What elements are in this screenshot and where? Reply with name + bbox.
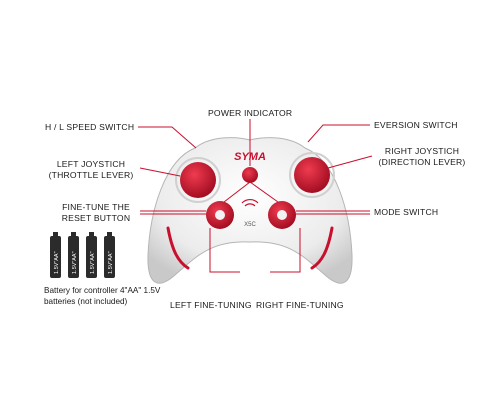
brand-logo: SYMA — [234, 151, 266, 163]
right-joystick-label-line-2: (DIRECTION LEVER) — [378, 157, 466, 167]
left-joystick-label-line-2: (THROTTLE LEVER) — [48, 170, 134, 180]
right-fine-tuning-label: RIGHT FINE-TUNING — [256, 300, 344, 310]
right-fine-tune-pad — [268, 201, 296, 229]
battery-3 — [86, 232, 97, 278]
left-joystick-label: LEFT JOYSTICH (THROTTLE LEVER) — [42, 159, 140, 181]
battery-1-label: 1.5V"AA" — [54, 251, 60, 274]
battery-2 — [68, 232, 79, 278]
hl-speed-switch-label: H / L SPEED SWITCH — [45, 122, 135, 132]
power-indicator-label: POWER INDICATOR — [208, 108, 293, 118]
left-fine-tune-pad — [206, 201, 234, 229]
right-joystick-label: RIGHT JOYSTICH (DIRECTION LEVER) — [372, 146, 472, 168]
left-joystick-base — [175, 157, 221, 203]
battery-4-label: 1.5V"AA" — [108, 251, 114, 274]
left-fine-tuning-label: LEFT FINE-TUNING — [170, 300, 252, 310]
right-joystick-label-line-1: RIGHT JOYSTICH — [384, 146, 460, 156]
right-grip-accent — [310, 226, 334, 270]
callout-lines — [138, 119, 373, 273]
left-joystick — [180, 162, 216, 198]
battery-2-label: 1.5V"AA" — [72, 251, 78, 274]
right-joystick-base — [289, 152, 335, 198]
battery-4 — [104, 232, 115, 278]
fine-tune-reset-label: FINE-TUNE THE RESET BUTTON — [52, 202, 140, 224]
battery-note-line-2: batteries (not included) — [44, 297, 128, 306]
right-joystick — [294, 157, 330, 193]
fine-tune-reset-label-line-1: FINE-TUNE THE — [62, 202, 130, 212]
eversion-switch-label: EVERSION SWITCH — [374, 120, 458, 130]
left-grip-accent — [166, 226, 190, 270]
battery-3-label: 1.5V"AA" — [90, 251, 96, 274]
battery-note: Battery for controller 4"AA" 1.5V batter… — [44, 285, 160, 307]
mode-switch-label: MODE SWITCH — [374, 207, 439, 217]
power-indicator-light — [242, 167, 258, 183]
left-joystick-label-line-1: LEFT JOYSTICH — [56, 159, 126, 169]
battery-group — [50, 232, 115, 278]
battery-1 — [50, 232, 61, 278]
fine-tune-reset-label-line-2: RESET BUTTON — [61, 213, 131, 223]
battery-note-line-1: Battery for controller 4"AA" 1.5V — [44, 286, 161, 295]
signal-icon — [241, 199, 259, 207]
model-label: X5C — [244, 222, 256, 228]
